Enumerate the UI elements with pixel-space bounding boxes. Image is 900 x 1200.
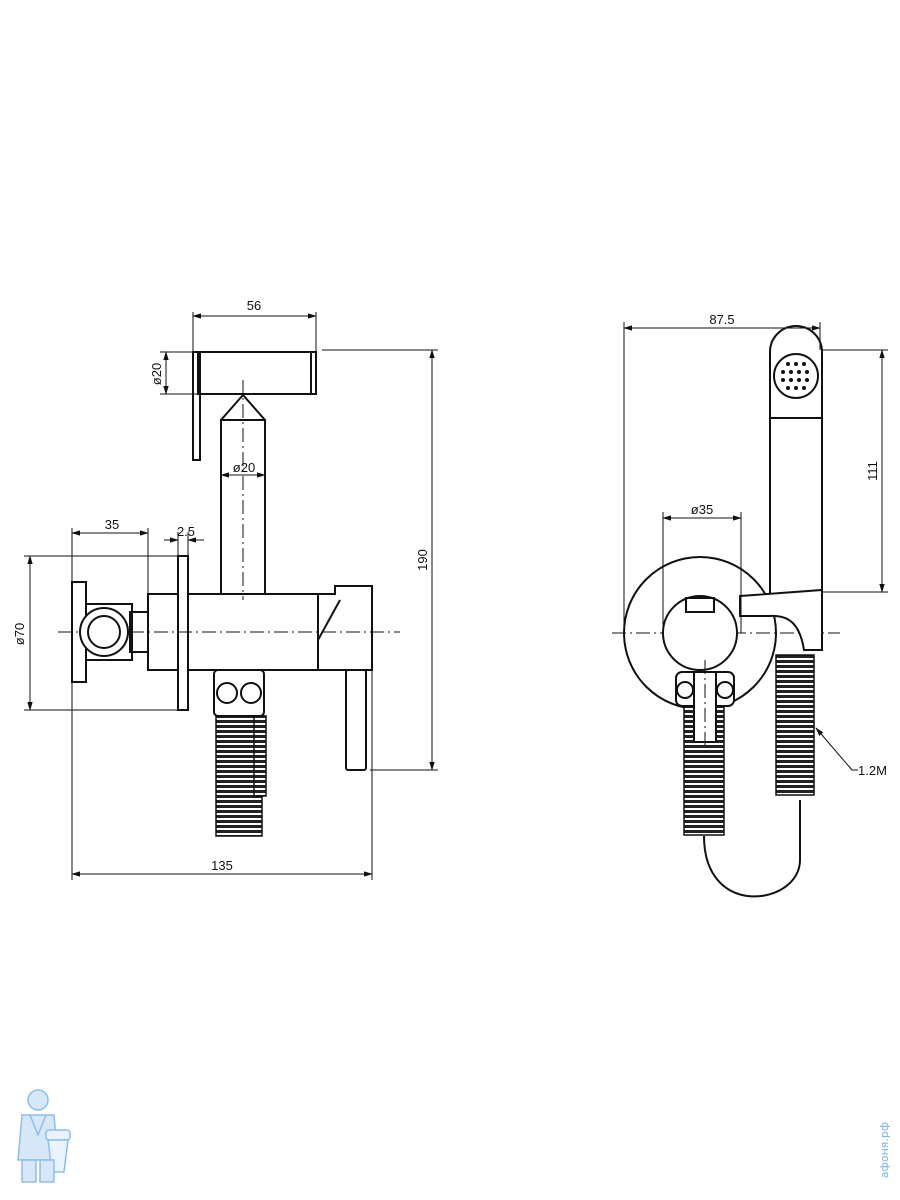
- dim-87-5: 87.5: [623, 312, 821, 630]
- dim-d20-spray: ø20: [149, 351, 198, 395]
- dim-d70-label: ø70: [12, 623, 27, 645]
- side-hand-spray: [197, 351, 317, 395]
- side-lever-base: [318, 585, 373, 671]
- front-lever: [685, 597, 715, 613]
- dim-135: 135: [71, 670, 373, 880]
- side-inlet-inner: [87, 615, 121, 649]
- dim-87-5-label: 87.5: [709, 312, 734, 327]
- dim-35-label: 35: [105, 517, 119, 532]
- side-lever-bevel: [317, 599, 341, 641]
- front-valve-body: [662, 595, 738, 671]
- front-hose-loop: [703, 800, 801, 898]
- side-view: 56 ø20 ø20 35 2.5: [12, 298, 438, 880]
- front-hand-spray: [769, 325, 823, 603]
- hose-length-label: 1.2M: [858, 763, 887, 778]
- front-spray-holes: [781, 362, 809, 390]
- dim-2-5: 2.5: [164, 524, 204, 556]
- front-hose-right: [775, 654, 815, 796]
- dim-35: 35: [71, 517, 149, 594]
- side-cover-plate: [177, 555, 189, 711]
- side-holder-tube: [220, 419, 266, 595]
- dim-d20-tube-label: ø20: [233, 460, 255, 475]
- dim-hose-length: 1.2M: [815, 727, 887, 778]
- dim-2-5-label: 2.5: [177, 524, 195, 539]
- dim-190: 190: [322, 349, 438, 771]
- side-lever-handle: [345, 669, 367, 771]
- dim-111-label: 111: [865, 461, 880, 481]
- dim-56-label: 56: [247, 298, 261, 313]
- dim-d35-label: ø35: [691, 502, 713, 517]
- front-spray-head: [773, 353, 819, 399]
- dim-d20-spray-label: ø20: [149, 363, 164, 385]
- dim-190-label: 190: [415, 549, 430, 571]
- watermark-site: афоня.рф: [878, 1122, 891, 1179]
- dim-111: 111: [822, 349, 888, 593]
- front-holder: [739, 588, 823, 651]
- dim-d70: ø70: [12, 555, 178, 711]
- dim-d35: ø35: [662, 502, 742, 633]
- dim-135-label: 135: [211, 858, 233, 873]
- dim-d20-tube: ø20: [220, 460, 266, 478]
- dim-56: 56: [192, 298, 317, 352]
- watermark-logo: [17, 1089, 71, 1183]
- front-lever-handle: [693, 671, 717, 743]
- front-view: 87.5 111 ø35 1.2M: [612, 312, 888, 898]
- side-hose-back: [253, 715, 267, 797]
